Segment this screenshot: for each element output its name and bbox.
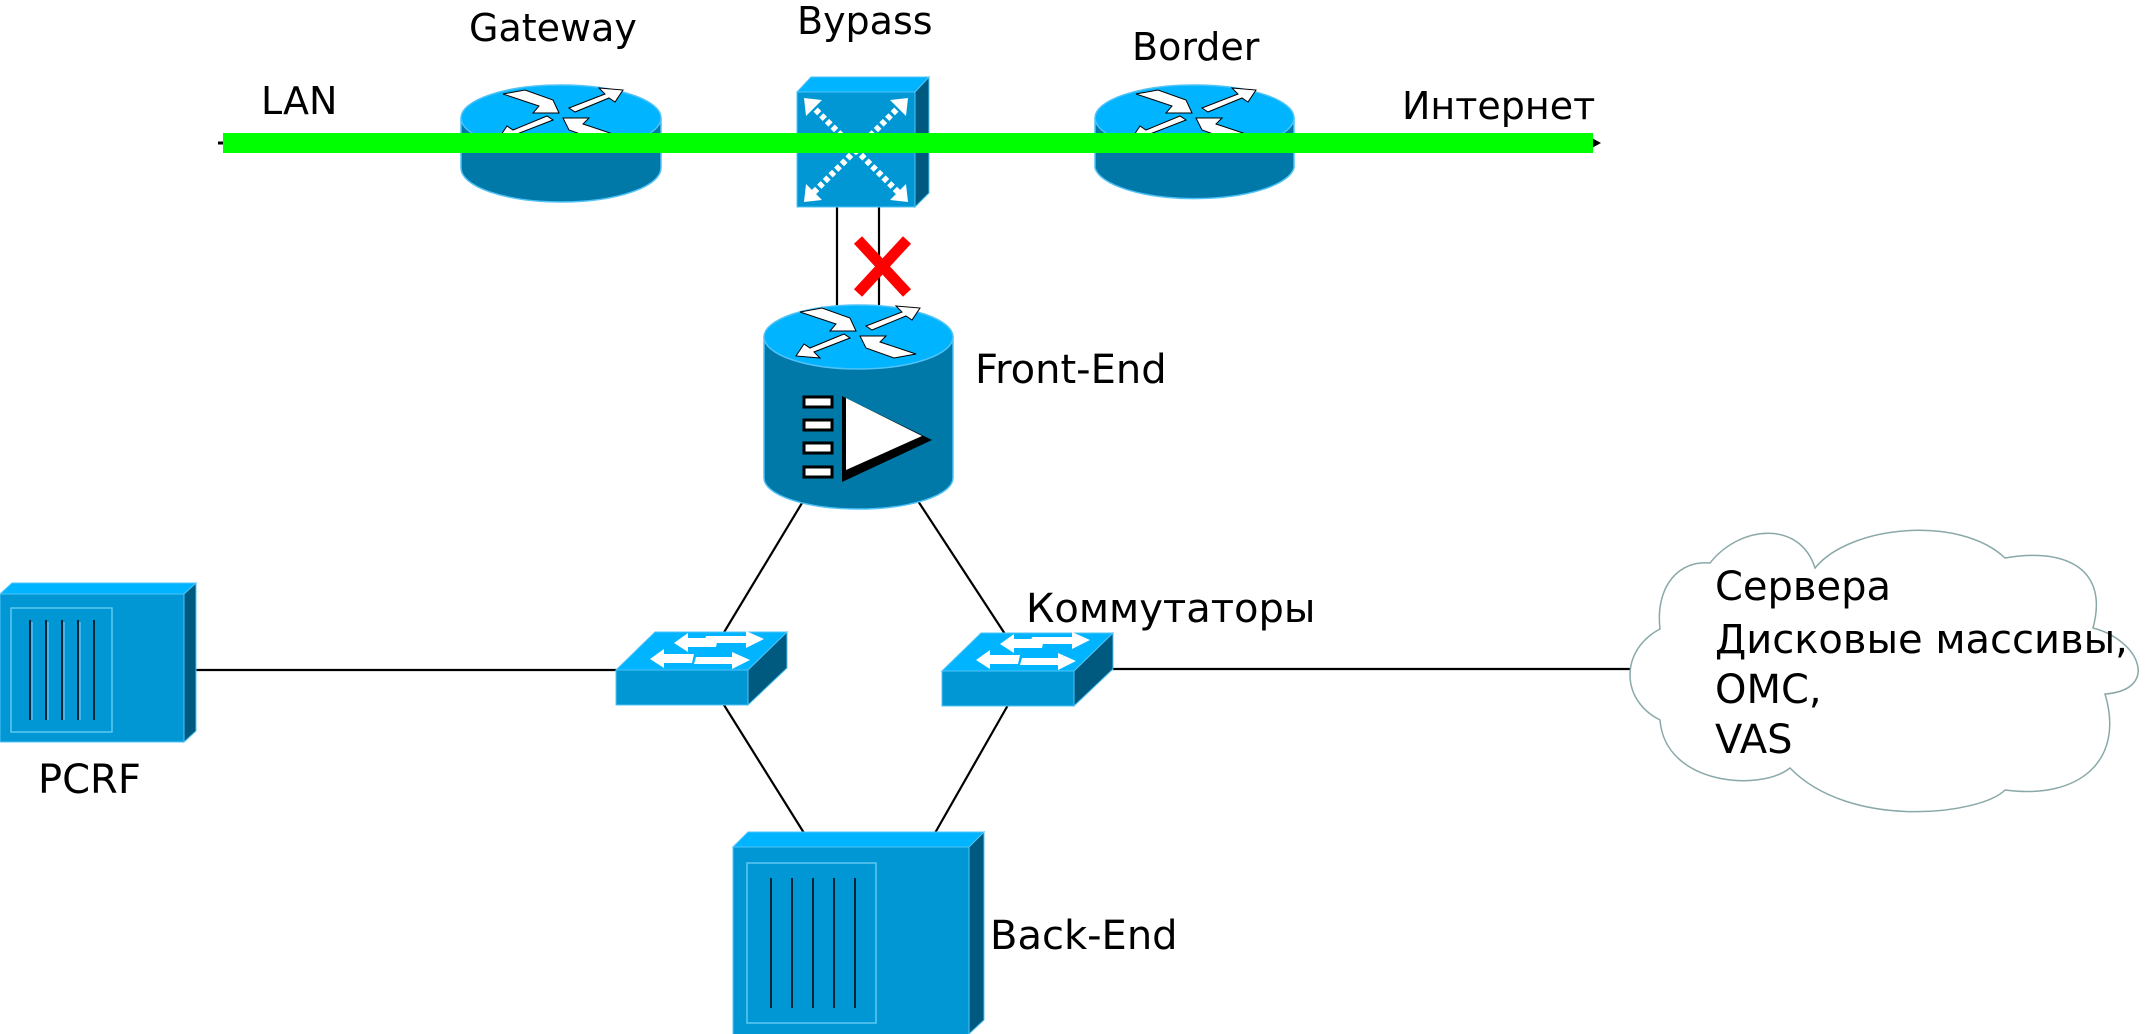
bypass-label: Bypass [797,0,933,43]
border-label: Border [1132,25,1260,69]
switches-label: Коммутаторы [1026,586,1315,632]
switch-right-icon[interactable] [940,631,1115,708]
cloud-line-servers: Сервера [1715,564,1891,610]
back-end-server-icon[interactable] [731,830,986,1034]
internet-label: Интернет [1402,84,1595,128]
cloud-line-vas: VAS [1715,717,1793,763]
link-switch-right-backend [934,704,1009,834]
back-end-label: Back-End [990,913,1178,959]
link-switch-left-backend [723,704,805,834]
gateway-label: Gateway [469,6,637,50]
link-frontend-switch-left [722,502,803,635]
pcrf-label: PCRF [38,757,141,803]
front-end-label: Front-End [975,347,1167,393]
services-cloud-icon [1629,529,2139,813]
link-frontend-switch-right [917,500,1006,635]
front-end-dpi-icon[interactable] [763,304,954,510]
traffic-path [223,133,1593,153]
switch-left-icon[interactable] [614,630,789,707]
cloud-line-disk-arrays: Дисковые массивы, [1715,617,2128,663]
lan-label: LAN [261,79,337,123]
broken-link-x-icon [853,236,912,297]
pcrf-server-icon[interactable] [0,581,198,744]
cloud-line-omc: OMC, [1715,667,1822,713]
